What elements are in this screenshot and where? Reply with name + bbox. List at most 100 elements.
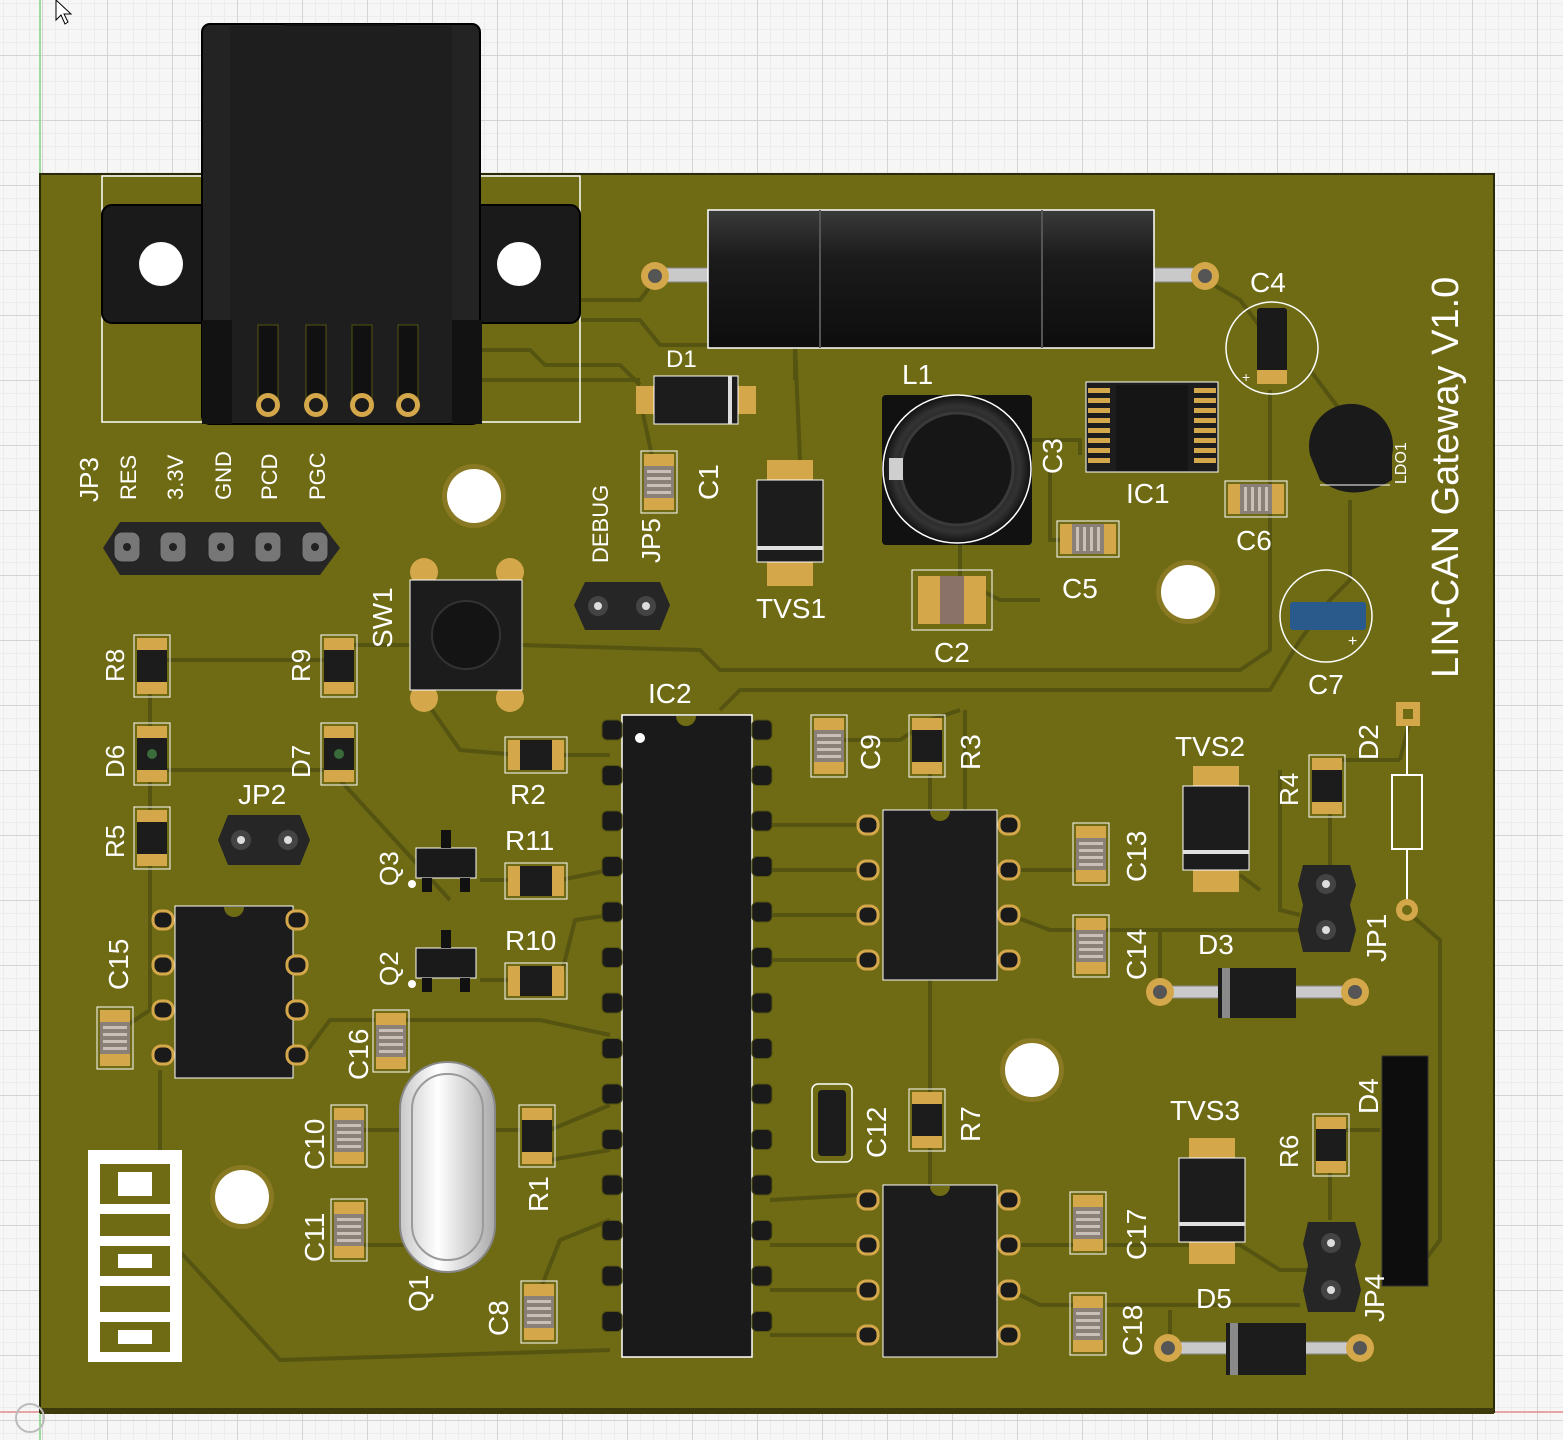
silk-label-l1: L1 — [902, 359, 933, 390]
ic2-microcontroller[interactable] — [601, 714, 773, 1358]
silk-label-r10: R10 — [505, 925, 556, 956]
silk-label-r9: R9 — [286, 649, 316, 682]
smd-r11[interactable] — [504, 862, 568, 900]
pin-label-pgc: PGC — [305, 452, 330, 500]
origin-marker-icon — [15, 1403, 45, 1433]
tvs2-diode[interactable] — [1182, 766, 1250, 892]
board-title: LIN-CAN Gateway V1.0 — [1425, 277, 1467, 678]
smd-r7[interactable] — [908, 1088, 946, 1152]
silk-label-c4: C4 — [1250, 267, 1286, 298]
transistor-q2[interactable] — [408, 930, 477, 992]
silk-label-c1: C1 — [693, 464, 724, 500]
header-jp3[interactable] — [103, 522, 340, 575]
smd-c5[interactable] — [1056, 520, 1120, 558]
silk-label-c7: C7 — [1308, 669, 1344, 700]
silk-label-c15: C15 — [103, 939, 134, 990]
smd-r3[interactable] — [908, 714, 946, 778]
smd-d7[interactable] — [320, 722, 358, 786]
silk-label-tvs2: TVS2 — [1175, 731, 1245, 762]
silk-label-tvs3: TVS3 — [1170, 1095, 1240, 1126]
pin-label-gnd: GND — [211, 451, 236, 500]
ic1-chip[interactable] — [1085, 381, 1219, 473]
smd-r5[interactable] — [133, 806, 171, 870]
silk-label-c6: C6 — [1236, 525, 1272, 556]
silk-label-q3: Q3 — [374, 851, 404, 886]
silk-label-tvs1: TVS1 — [756, 593, 826, 624]
silk-label-c16: C16 — [343, 1029, 374, 1080]
connector-jp3-housing[interactable] — [101, 23, 581, 425]
transistor-q3[interactable] — [408, 830, 477, 892]
smd-c13[interactable] — [1072, 822, 1110, 886]
smd-r6[interactable] — [1312, 1113, 1350, 1177]
mounting-holes — [210, 464, 1220, 1229]
smd-c8[interactable] — [520, 1280, 558, 1344]
pin-label-3v3: 3.3V — [163, 454, 188, 500]
ic-dip8-left[interactable] — [174, 905, 294, 1079]
silk-label-c13: C13 — [1121, 831, 1152, 882]
smd-c11[interactable] — [330, 1198, 368, 1262]
silk-label-c12: C12 — [861, 1107, 892, 1158]
smd-c15[interactable] — [96, 1006, 134, 1070]
silk-label-d1: D1 — [666, 346, 697, 373]
silk-label-c8: C8 — [483, 1300, 514, 1336]
smd-r8[interactable] — [133, 634, 171, 698]
smd-c1[interactable] — [640, 450, 678, 514]
smd-c16[interactable] — [372, 1009, 410, 1073]
diode-d1[interactable] — [636, 375, 756, 425]
capacitor-c4[interactable]: + — [1225, 301, 1319, 395]
smd-d6[interactable] — [133, 722, 171, 786]
smd-c18[interactable] — [1069, 1292, 1107, 1356]
smd-r9[interactable] — [320, 634, 358, 698]
diode-d3[interactable] — [1146, 968, 1369, 1018]
capacitor-c12[interactable] — [811, 1083, 853, 1163]
smd-r4[interactable] — [1308, 754, 1346, 818]
ic-dip8-bottom[interactable] — [882, 1184, 998, 1358]
smd-r1[interactable] — [518, 1104, 556, 1168]
silk-label-jp1: JP1 — [1361, 914, 1392, 962]
silk-label-c3: C3 — [1037, 438, 1068, 474]
jp3-pin-labels: RES 3.3V GND PCD PGC — [116, 451, 330, 500]
silk-label-r5: R5 — [100, 825, 130, 858]
ic-dip8-mid[interactable] — [882, 809, 998, 981]
smd-r10[interactable] — [504, 962, 568, 1000]
switch-sw1[interactable] — [409, 558, 524, 712]
silk-label-c11: C11 — [299, 1213, 330, 1262]
fuse[interactable] — [641, 209, 1219, 349]
capacitor-c7[interactable]: + — [1279, 569, 1373, 663]
diode-d4[interactable] — [1381, 1055, 1429, 1287]
smd-c17[interactable] — [1069, 1191, 1107, 1255]
silk-label-c17: C17 — [1121, 1209, 1152, 1260]
header-jp1[interactable] — [1298, 865, 1356, 952]
diode-d2[interactable] — [1391, 702, 1423, 921]
pin-label-res: RES — [116, 455, 141, 500]
ldo1-regulator[interactable] — [1309, 403, 1393, 493]
silk-label-ic1: IC1 — [1126, 478, 1170, 509]
tvs1-diode[interactable] — [756, 460, 824, 586]
silk-label-d6: D6 — [100, 745, 130, 778]
header-jp2[interactable] — [218, 815, 310, 865]
silk-label-d4: D4 — [1353, 1078, 1384, 1114]
mount-hole-right — [497, 242, 541, 286]
mouse-pointer-icon — [55, 0, 73, 25]
silk-label-r1: R1 — [523, 1176, 554, 1212]
silk-label-c5: C5 — [1062, 573, 1098, 604]
crystal-q1[interactable] — [399, 1061, 496, 1273]
capacitor-c2[interactable] — [911, 569, 993, 631]
silk-label-jp4: JP4 — [1359, 1274, 1390, 1322]
smd-c14[interactable] — [1072, 914, 1110, 978]
silk-label-ldo1: LDO1 — [1393, 442, 1410, 484]
smd-r2[interactable] — [504, 736, 568, 774]
smd-c10[interactable] — [330, 1104, 368, 1168]
silk-label-q1: Q1 — [403, 1275, 434, 1312]
smd-c9[interactable] — [810, 714, 848, 778]
header-jp5[interactable] — [574, 582, 670, 630]
smd-c6[interactable] — [1224, 480, 1288, 518]
inductor-l1[interactable] — [882, 394, 1032, 545]
tvs3-diode[interactable] — [1178, 1138, 1246, 1264]
silk-label-d2: D2 — [1353, 724, 1384, 760]
diode-d5[interactable] — [1154, 1323, 1374, 1375]
silk-label-c10: C10 — [299, 1119, 330, 1170]
header-jp4[interactable] — [1303, 1222, 1361, 1312]
